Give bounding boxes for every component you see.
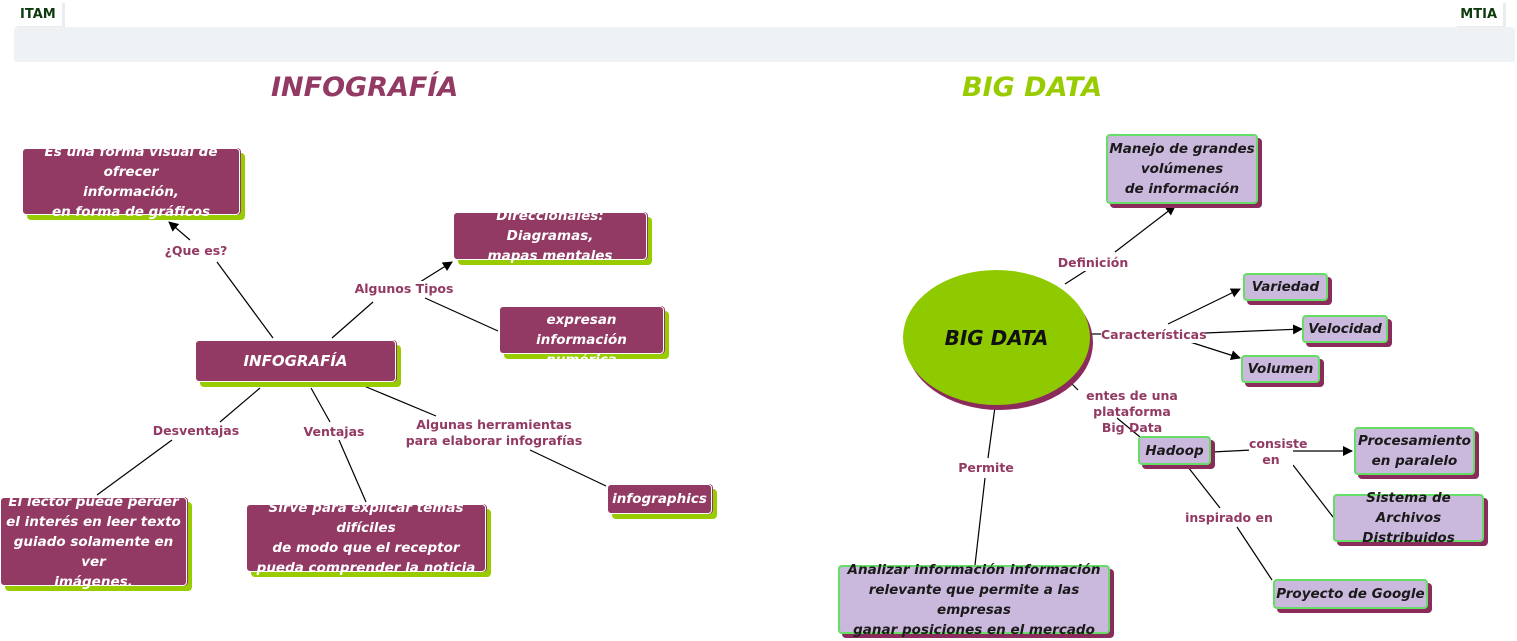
- link-hadoop-inspirado: [1187, 466, 1221, 509]
- label-consiste-en: consiste en: [1249, 436, 1308, 468]
- link-plataforma-hadoop: [1116, 417, 1141, 438]
- infografia-types-box-1: Direccionales: Diagramas, mapas mentales: [453, 208, 647, 264]
- link-tipos-box2: [424, 297, 499, 332]
- link-central-tipos: [331, 301, 374, 339]
- bigdata-procesamiento-box: Procesamiento en paralelo: [1354, 427, 1475, 475]
- link-ventajas-box: [338, 439, 367, 503]
- arrow-queEs-definition: [168, 221, 191, 241]
- link-consiste-sistema: [1292, 464, 1334, 518]
- link-desventajas-box: [96, 439, 173, 496]
- header-bar: [14, 27, 1515, 62]
- itam-label: ITAM: [14, 0, 62, 26]
- link-central-queEs: [216, 261, 274, 339]
- label-definicion: Definición: [1055, 255, 1131, 271]
- link-central-permite: [987, 406, 996, 459]
- bigdata-hadoop-box: Hadoop: [1138, 436, 1211, 465]
- label-que-es: ¿Que es?: [160, 243, 232, 259]
- label-inspirado-en: inspirado en: [1183, 510, 1275, 526]
- link-inspirado-google: [1236, 526, 1273, 581]
- arrow-caract-volumen: [1189, 341, 1241, 361]
- link-herramientas-box: [529, 449, 607, 487]
- bigdata-char-variedad: Variedad: [1243, 273, 1328, 301]
- bigdata-central-node: BIG DATA: [903, 270, 1090, 405]
- bigdata-sistema-archivos-box: Sistema de Archivos Distribuidos: [1333, 490, 1484, 546]
- label-ventajas: Ventajas: [298, 424, 370, 440]
- bigdata-title: BIG DATA: [962, 72, 1103, 103]
- infografia-disadvantages-box: El lector puede perder el interés en lee…: [0, 494, 187, 590]
- arrow-caract-variedad: [1167, 288, 1241, 325]
- infografia-advantages-box: Sirve para explicar temas difíciles de m…: [246, 500, 486, 576]
- label-herramientas: Algunas herramientas para elaborar infog…: [405, 417, 583, 449]
- arrow-definicion-box: [1114, 205, 1176, 253]
- infografia-definition-box: Es una forma visual de ofrecer informaci…: [22, 144, 240, 220]
- arrow-caract-velocidad: [1204, 324, 1303, 335]
- infografia-types-box-2: Gráficas que expresan información numéri…: [499, 292, 664, 368]
- label-desventajas: Desventajas: [150, 423, 242, 439]
- infografia-title: INFOGRAFÍA: [271, 72, 459, 103]
- infografia-tools-box: infographics: [607, 484, 712, 514]
- bigdata-char-velocidad: Velocidad: [1302, 315, 1388, 343]
- bigdata-definition-box: Manejo de grandes volúmenes de informaci…: [1106, 134, 1258, 204]
- link-central-herramientas: [363, 385, 437, 417]
- label-plataforma: entes de una plataforma Big Data: [1086, 388, 1178, 435]
- label-caracteristicas: Características: [1101, 327, 1207, 343]
- bigdata-char-volumen: Volumen: [1241, 355, 1320, 383]
- infografia-central-node: INFOGRAFÍA: [195, 340, 396, 382]
- link-central-desventajas: [219, 387, 261, 423]
- label-algunos-tipos: Algunos Tipos: [352, 281, 456, 297]
- bigdata-proyecto-google-box: Proyecto de Google: [1273, 579, 1428, 609]
- link-central-ventajas: [310, 387, 331, 423]
- link-permite-box: [974, 477, 986, 566]
- mtia-label: MTIA: [1454, 0, 1503, 26]
- link-central-plataforma: [1069, 381, 1079, 391]
- bigdata-permite-box: Analizar información información relevan…: [838, 562, 1110, 638]
- arrow-tipos-box1: [419, 261, 453, 283]
- link-hadoop-consiste: [1211, 449, 1253, 453]
- label-permite: Permite: [955, 460, 1017, 476]
